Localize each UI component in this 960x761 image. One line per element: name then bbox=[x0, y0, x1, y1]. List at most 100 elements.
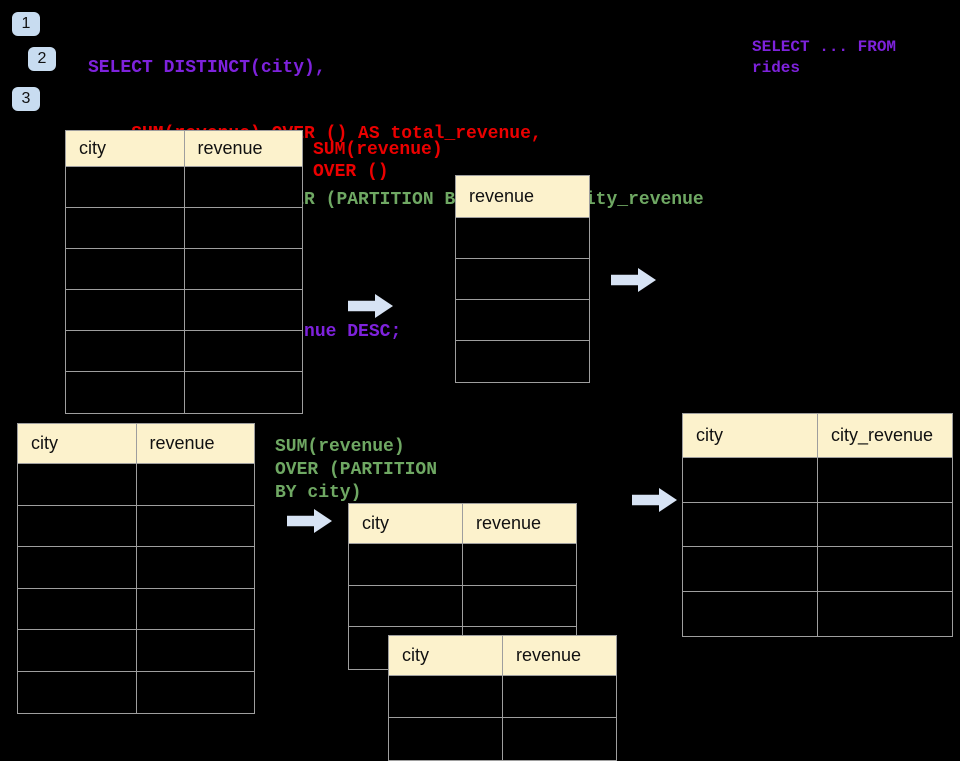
table-cell bbox=[66, 249, 185, 290]
table-cell bbox=[683, 547, 818, 592]
table-cell bbox=[66, 372, 185, 413]
table-row bbox=[18, 630, 254, 672]
table-row bbox=[66, 208, 302, 249]
table-row bbox=[456, 218, 589, 259]
table-cell bbox=[66, 208, 185, 249]
table-cell bbox=[184, 331, 302, 372]
table-row bbox=[66, 167, 302, 208]
table-cell bbox=[463, 544, 576, 586]
table-cell bbox=[349, 544, 463, 586]
column-header: city bbox=[349, 504, 463, 544]
table-cell bbox=[184, 208, 302, 249]
table-cell bbox=[66, 290, 185, 331]
table-row bbox=[456, 259, 589, 300]
table-cell bbox=[136, 589, 254, 630]
table-cell bbox=[389, 718, 503, 760]
table-row bbox=[683, 547, 952, 592]
table-row bbox=[683, 591, 952, 637]
column-header: revenue bbox=[463, 504, 576, 544]
table-cell bbox=[136, 506, 254, 547]
table-cell bbox=[136, 630, 254, 672]
table-row bbox=[349, 544, 576, 586]
table-cell bbox=[683, 591, 818, 636]
table-row bbox=[18, 671, 255, 714]
sql-line-select: SELECT DISTINCT(city), bbox=[88, 58, 326, 78]
table-row bbox=[349, 585, 576, 627]
table-cell bbox=[456, 218, 589, 259]
table-cell bbox=[818, 592, 952, 637]
table-cell bbox=[18, 588, 137, 630]
table-cell bbox=[389, 676, 503, 718]
table-row bbox=[66, 249, 302, 290]
table-row bbox=[683, 502, 952, 547]
arrow-right-icon bbox=[632, 488, 677, 512]
table-cell bbox=[503, 718, 616, 760]
table-cell bbox=[818, 458, 952, 503]
column-header: revenue bbox=[503, 636, 616, 676]
table-cell bbox=[456, 259, 589, 300]
annotation-sum-over-partition: SUM(revenue) OVER (PARTITION BY city) bbox=[275, 437, 438, 503]
table-cell bbox=[18, 547, 137, 589]
table-cell bbox=[136, 547, 254, 589]
table-cell bbox=[503, 676, 616, 718]
column-header: city bbox=[66, 131, 185, 167]
table-cell bbox=[456, 341, 589, 382]
step-badge-2: 2 bbox=[28, 47, 56, 71]
table-header-row: revenue bbox=[456, 176, 589, 218]
column-header: revenue bbox=[456, 176, 589, 218]
table-cell bbox=[137, 672, 255, 714]
table-cell bbox=[349, 585, 463, 627]
table-row bbox=[66, 290, 302, 331]
table-total-revenue-result: revenue bbox=[455, 175, 590, 383]
table-cell bbox=[185, 372, 303, 413]
table-cell bbox=[683, 502, 818, 547]
table-cell bbox=[66, 167, 185, 208]
column-header: revenue bbox=[184, 131, 302, 167]
table-row bbox=[389, 718, 616, 760]
table-row bbox=[18, 588, 254, 630]
table-row bbox=[456, 341, 589, 382]
table-row bbox=[456, 300, 589, 341]
column-header: city bbox=[18, 424, 137, 464]
table-row bbox=[66, 331, 302, 372]
table-cell bbox=[66, 331, 185, 372]
table-cell bbox=[184, 249, 302, 290]
column-header: city bbox=[389, 636, 503, 676]
table-row bbox=[18, 505, 254, 547]
table-cell bbox=[18, 464, 137, 506]
table-cell bbox=[18, 505, 137, 547]
column-header: revenue bbox=[136, 424, 254, 464]
table-cell bbox=[683, 458, 818, 503]
table-row bbox=[18, 464, 254, 506]
table-row bbox=[66, 372, 302, 413]
table-cell bbox=[184, 290, 302, 331]
table-cell bbox=[18, 630, 137, 672]
table-cell bbox=[818, 503, 952, 547]
table-row bbox=[683, 458, 952, 503]
side-note-select-from-rides: SELECT ... FROM rides bbox=[752, 38, 897, 77]
table-row bbox=[18, 547, 254, 589]
table-cell bbox=[456, 300, 589, 341]
table-row bbox=[389, 676, 616, 718]
table-cell bbox=[184, 167, 302, 208]
table-cell bbox=[463, 586, 576, 627]
table-cell bbox=[818, 547, 952, 592]
annotation-sum-over-total: SUM(revenue) OVER () bbox=[313, 140, 443, 182]
arrow-right-icon bbox=[287, 509, 332, 533]
column-header: city bbox=[683, 414, 818, 458]
step-badge-3: 3 bbox=[12, 87, 40, 111]
column-header: city_revenue bbox=[818, 414, 952, 458]
step-badge-1: 1 bbox=[12, 12, 40, 36]
table-cell bbox=[18, 671, 137, 713]
table-cell bbox=[136, 464, 254, 506]
